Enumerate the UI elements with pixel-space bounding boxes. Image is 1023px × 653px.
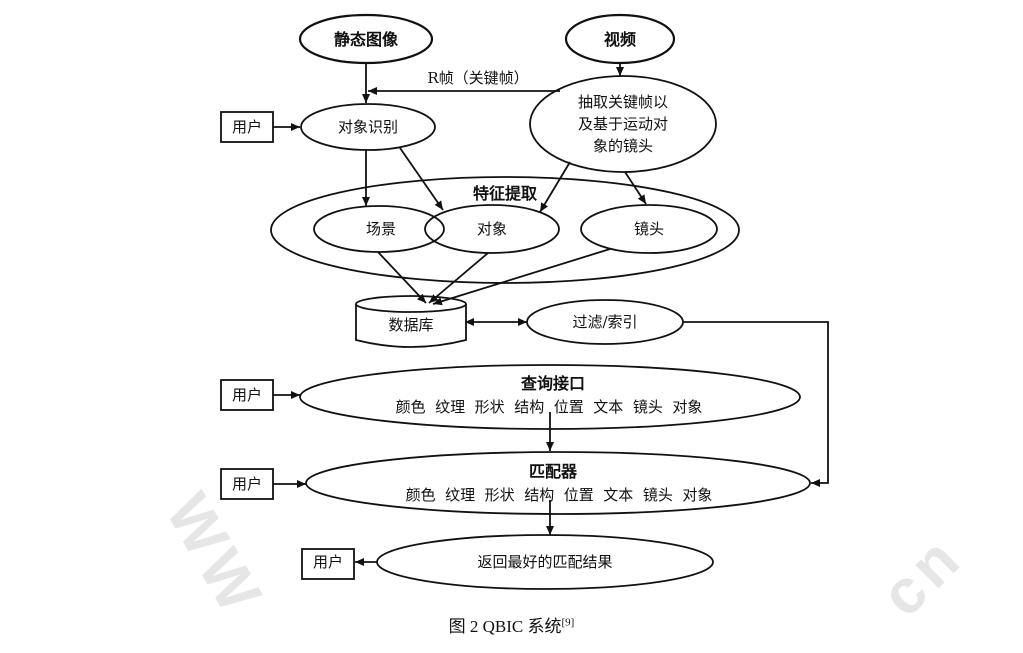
rframe-label: R帧（关键帧） [427,69,528,87]
arrow-recog-to-object [399,147,444,211]
extract-label-line2: 及基于运动对 [578,115,668,133]
caption-text: 图 2 QBIC 系统 [448,617,562,636]
user-label-1: 用户 [232,118,262,136]
database-node [355,295,467,348]
shot-label: 镜头 [634,220,664,238]
feature-extraction-node [270,176,740,284]
user-box-4 [301,548,355,580]
matcher-features-label: 颜色 纹理 形状 结构 位置 文本 镜头 对象 [406,486,713,504]
matcher-label: 匹配器 [529,462,578,481]
arrow-shot-to-db [432,248,611,306]
caption-reference: [9] [561,616,575,629]
user-label-3: 用户 [232,475,262,493]
figure-caption: 图 2 QBIC 系统[9] [0,612,1023,637]
filter-index-label: 过滤/索引 [572,313,637,331]
user-label-4: 用户 [313,553,343,571]
shot-node [580,204,718,254]
database-label: 数据库 [388,316,433,334]
object-recognition-label: 对象识别 [338,118,398,136]
object-recognition-node [300,103,436,151]
best-match-label: 返回最好的匹配结果 [477,553,612,571]
feature-extraction-label: 特征提取 [473,184,537,203]
static-image-label: 静态图像 [334,30,399,49]
object-label: 对象 [477,220,507,238]
extract-label-line3: 象的镜头 [593,137,653,155]
scene-label: 场景 [366,220,396,238]
arrow-object-to-db [428,252,489,304]
arrow-extract-to-shot [624,171,647,205]
extract-keyframes-node [529,75,717,173]
extract-label-line1: 抽取关键帧以 [578,93,668,111]
arrow-extract-to-object [539,161,571,213]
query-interface-label: 查询接口 [521,374,585,393]
video-label: 视频 [604,30,636,49]
arrow-scene-to-db [377,251,427,304]
arrow-filter-to-matcher [683,321,829,487]
matcher-node [305,451,811,515]
object-node [424,204,560,254]
user-label-2: 用户 [232,386,262,404]
query-features-label: 颜色 纹理 形状 结构 位置 文本 镜头 对象 [396,398,703,416]
